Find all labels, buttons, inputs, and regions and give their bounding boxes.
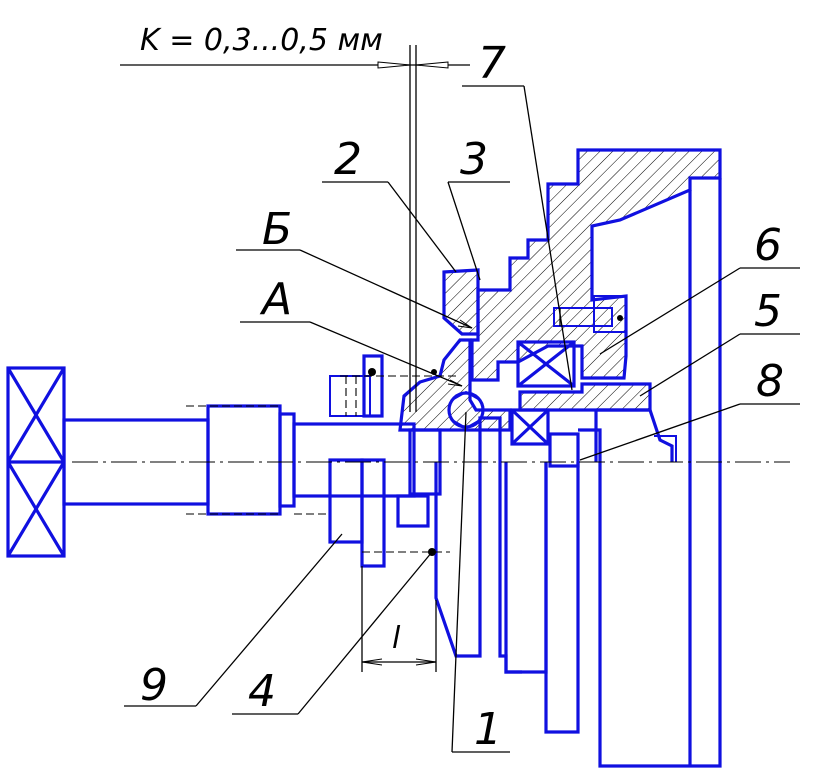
label-B: Б: [262, 204, 292, 255]
leader-B: Б: [236, 204, 473, 329]
leader-6: 6: [599, 220, 800, 355]
leader-7: 7: [462, 38, 573, 391]
label-8: 8: [756, 356, 784, 407]
label-9: 9: [140, 660, 168, 711]
bearings: [510, 295, 627, 446]
label-3: 3: [460, 134, 488, 185]
label-A: А: [259, 274, 292, 325]
leader-1: 1: [451, 411, 510, 755]
leader-2: 2: [322, 134, 457, 273]
label-7: 7: [478, 38, 506, 89]
leader-3: 3: [447, 134, 510, 281]
label-2: 2: [334, 134, 362, 185]
handle: [6, 366, 210, 558]
l-dimension: l: [361, 566, 437, 672]
leader-9: 9: [124, 533, 343, 711]
l-dimension-label: l: [392, 621, 401, 656]
k-dimension: K = 0,3...0,5 мм: [120, 23, 470, 412]
label-4: 4: [248, 666, 276, 717]
housing-section: [398, 148, 722, 432]
k-dimension-label: K = 0,3...0,5 мм: [140, 23, 383, 58]
leader-4: 4: [232, 548, 436, 717]
label-5: 5: [754, 286, 782, 337]
shaft-assembly: [186, 354, 442, 568]
label-1: 1: [474, 704, 502, 755]
leader-A: А: [240, 274, 463, 387]
leader-8: 8: [579, 356, 800, 461]
leader-5: 5: [639, 286, 800, 397]
label-6: 6: [754, 220, 782, 271]
